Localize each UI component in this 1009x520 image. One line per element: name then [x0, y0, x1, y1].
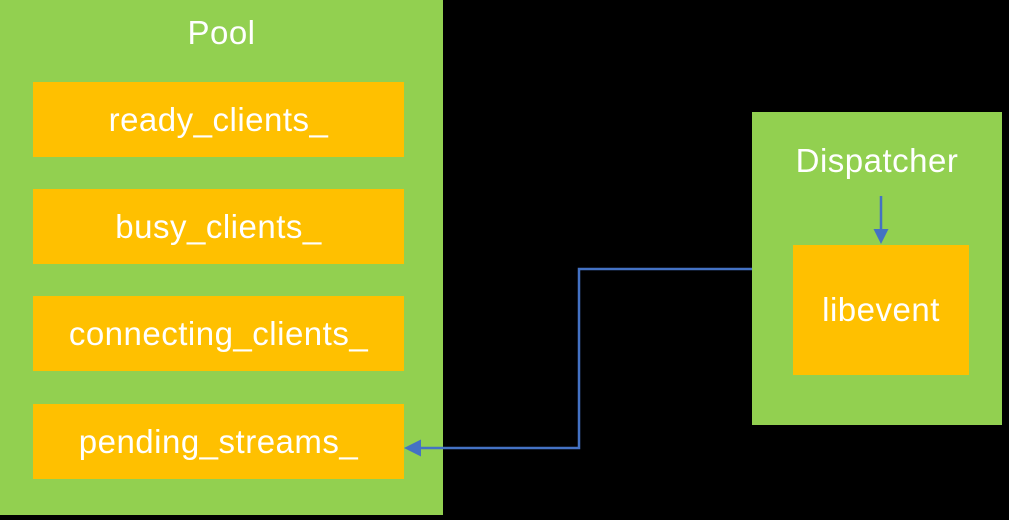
- pool-container: Pool ready_clients_ busy_clients_ connec…: [0, 0, 443, 515]
- busy-clients-label: busy_clients_: [115, 207, 322, 245]
- pool-title: Pool: [187, 14, 256, 51]
- connecting-clients-label: connecting_clients_: [68, 314, 369, 352]
- pending-streams-label: pending_streams_: [78, 422, 359, 460]
- dispatcher-container: Dispatcher libevent: [752, 112, 1002, 425]
- dispatcher-title: Dispatcher: [795, 142, 959, 179]
- dispatcher-to-pending-streams-connector: [421, 267, 752, 450]
- libevent-box: libevent: [793, 245, 969, 375]
- busy-clients-box: busy_clients_: [33, 189, 404, 264]
- ready-clients-box: ready_clients_: [33, 82, 404, 157]
- pending-streams-box: pending_streams_: [33, 404, 404, 479]
- connecting-clients-box: connecting_clients_: [33, 296, 404, 371]
- ready-clients-label: ready_clients_: [108, 100, 329, 138]
- libevent-label: libevent: [822, 291, 940, 328]
